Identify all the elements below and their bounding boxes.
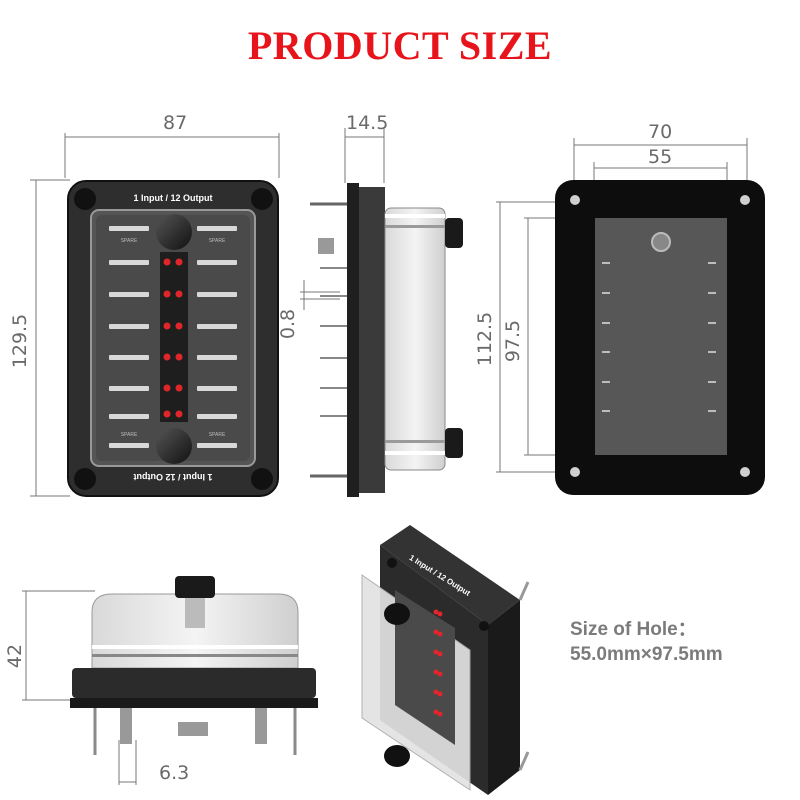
spare-label: SPARE — [121, 238, 138, 244]
dim-back-inner-width: 55 — [648, 146, 673, 168]
page-title: PRODUCT SIZE — [247, 23, 553, 68]
dim-bottom-terminal: 6.3 — [159, 762, 190, 784]
dim-front-width: 87 — [163, 112, 188, 134]
front-top-label: 1 Input / 12 Output — [134, 193, 213, 203]
hole-size-label: Size of Hole： — [570, 619, 697, 640]
back-view — [496, 138, 765, 495]
spare-label: SPARE — [209, 238, 226, 244]
dim-bottom-height: 42 — [4, 643, 26, 669]
hole-size-value: 55.0mm×97.5mm — [570, 644, 723, 665]
side-view — [300, 128, 463, 497]
spare-label: SPARE — [121, 432, 138, 438]
dim-back-outer-width: 70 — [648, 121, 673, 143]
spare-label: SPARE — [209, 432, 226, 438]
dim-front-height: 129.5 — [9, 313, 31, 369]
front-view: 1 Input / 12 Output 1 Input / 12 Output … — [30, 133, 280, 497]
dim-back-outer-height: 112.5 — [474, 311, 496, 367]
dim-side-gap: 0.8 — [277, 308, 299, 340]
dim-back-inner-height: 97.5 — [502, 319, 524, 363]
isometric-view: 1 Input / 12 Output — [361, 525, 530, 795]
bottom-view — [22, 576, 318, 785]
dim-side-depth: 14.5 — [346, 112, 389, 134]
front-bottom-label: 1 Input / 12 Output — [134, 472, 213, 482]
